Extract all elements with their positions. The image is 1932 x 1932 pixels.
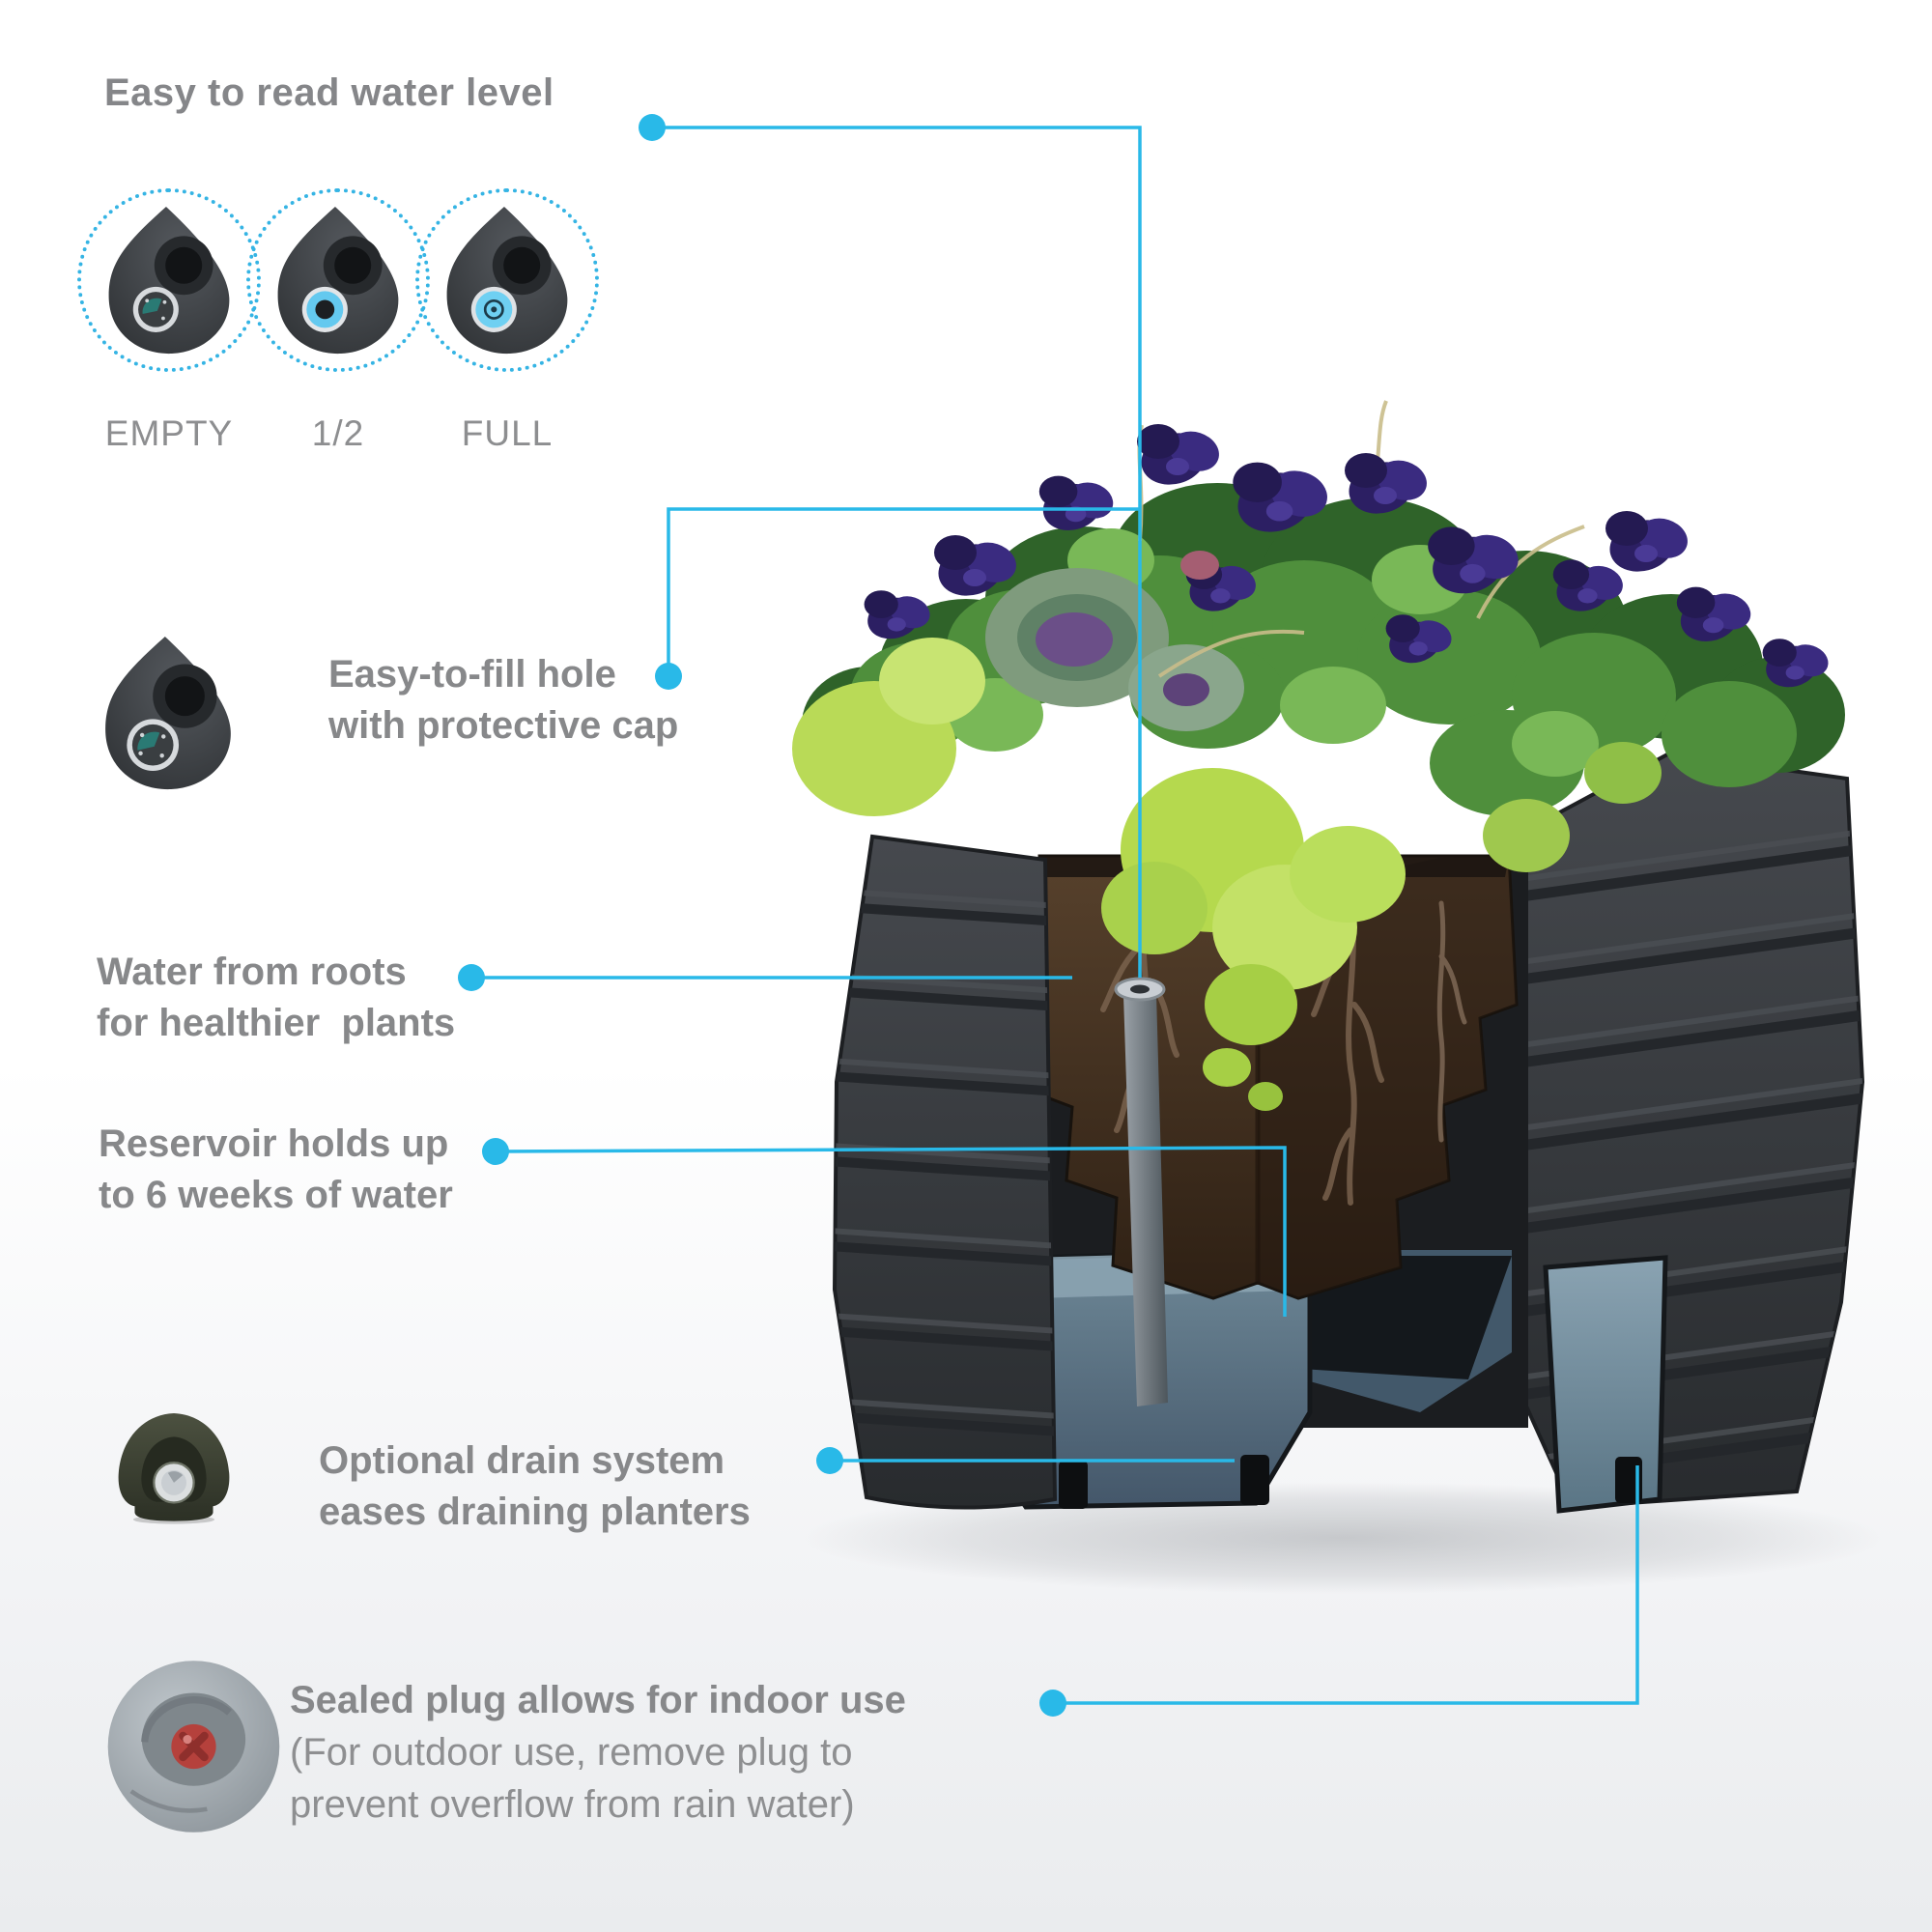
leader-lines [458, 114, 1639, 1717]
water-level-half-label: 1/2 [311, 413, 365, 453]
leader-roots [458, 964, 1072, 991]
sealed-plug-icon [104, 1654, 283, 1844]
callout-drain-line2: eases draining planters [319, 1491, 751, 1533]
water-level-full-label: FULL [461, 413, 554, 453]
leader-reservoir [482, 1138, 1287, 1317]
callout-drain: Optional drain system eases draining pla… [319, 1435, 751, 1538]
leader-fill-hole [655, 507, 1140, 690]
leader-drain [816, 1447, 1235, 1474]
plants [792, 400, 1845, 1111]
callout-fill-hole-line1: Easy-to-fill hole [328, 653, 616, 696]
water-level-empty-icon [77, 188, 261, 372]
drain-icon [111, 1393, 237, 1545]
fill-hole-icon [92, 616, 244, 814]
callout-reservoir-line1: Reservoir holds up [99, 1122, 449, 1165]
planter-outer-right [1512, 751, 1865, 1510]
planter-outer-left [832, 834, 1058, 1510]
floor-shadow [802, 1482, 1884, 1594]
callout-plug: Sealed plug allows for indoor use (For o… [290, 1675, 906, 1831]
leader-water-level [639, 114, 1142, 978]
leader-plug [1039, 1465, 1639, 1717]
reservoir-right-leg [1543, 1255, 1668, 1514]
kale-plant [985, 568, 1244, 731]
water-level-empty-label: EMPTY [104, 413, 234, 453]
fill-tube [1114, 977, 1168, 1406]
callout-fill-hole-line2: with protective cap [328, 704, 679, 747]
callout-drain-line1: Optional drain system [319, 1439, 725, 1482]
callout-roots-line1: Water from roots [97, 951, 407, 993]
water-level-full-icon [415, 188, 599, 372]
callout-plug-bold: Sealed plug allows for indoor use [290, 1679, 906, 1721]
callout-roots-line2: for healthier plants [97, 1002, 456, 1044]
water-level-half-icon [246, 188, 430, 372]
callout-reservoir: Reservoir holds up to 6 weeks of water [99, 1119, 453, 1221]
page-title: Easy to read water level [104, 71, 554, 114]
callout-plug-line2: (For outdoor use, remove plug to [290, 1731, 853, 1774]
callout-plug-line3: prevent overflow from rain water) [290, 1783, 855, 1826]
creeping-jenny [792, 638, 1662, 1111]
callout-reservoir-line2: to 6 weeks of water [99, 1174, 453, 1216]
callout-fill-hole: Easy-to-fill hole with protective cap [328, 649, 678, 752]
callout-roots: Water from roots for healthier plants [97, 947, 455, 1049]
